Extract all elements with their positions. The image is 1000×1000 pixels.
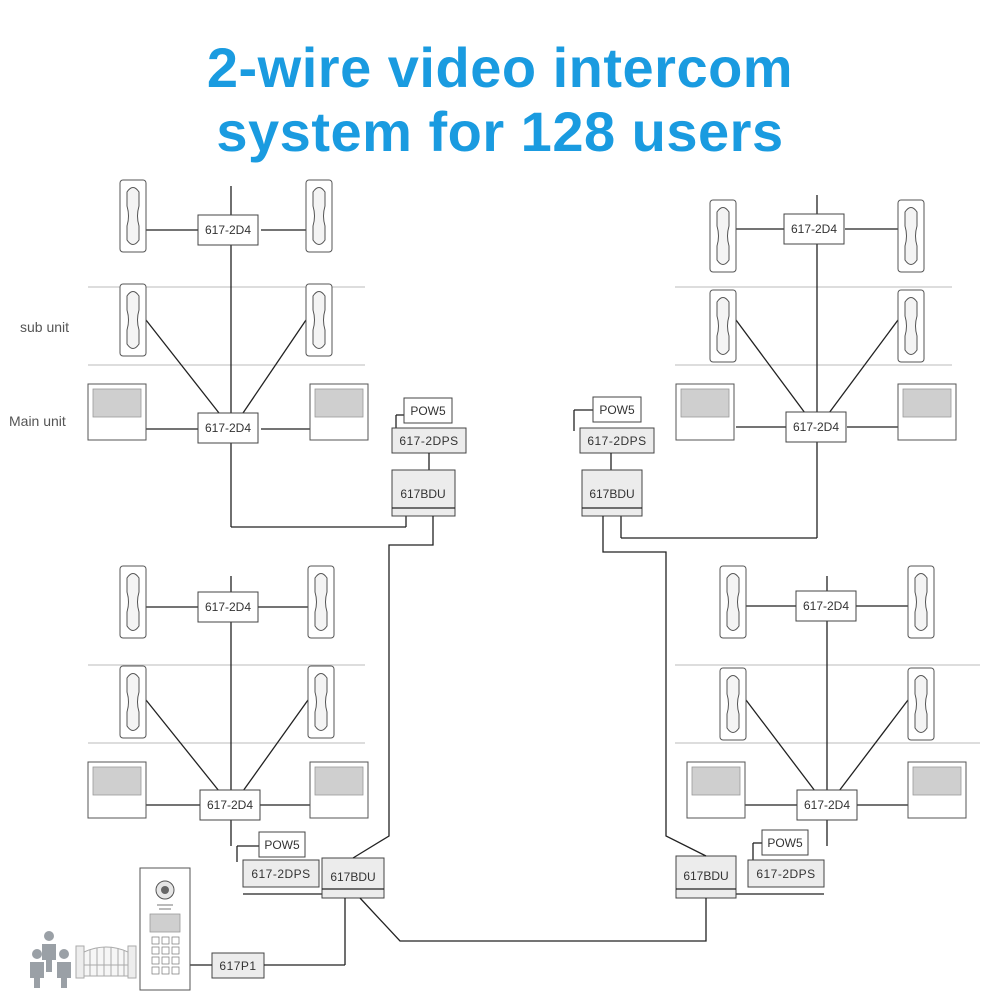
- indoor-monitor-icon: [686, 761, 746, 819]
- handset-icon: [119, 665, 147, 739]
- people-icon: [30, 931, 71, 988]
- building-top-left: 617-2D4 617-2D4 POW5 617-2DPS 617BDU: [87, 179, 467, 528]
- title-line-2: system for 128 users: [216, 100, 784, 163]
- building-top-right: 617-2D4 617-2D4 POW5 617-2DPS 617BDU: [573, 195, 957, 539]
- handset-icon: [709, 289, 737, 363]
- door-panel-module-label: 617P1: [219, 959, 256, 973]
- handset-icon: [897, 199, 925, 273]
- handset-icon: [119, 283, 147, 357]
- indoor-monitor-icon: [87, 761, 147, 819]
- power-module-label: 617-2DPS: [756, 867, 815, 881]
- floor-separators: [88, 286, 980, 744]
- power-supply-label: POW5: [599, 403, 635, 417]
- distributor-label: 617-2D4: [793, 420, 839, 434]
- indoor-monitor-icon: [87, 383, 147, 441]
- handset-icon: [307, 665, 335, 739]
- handset-icon: [907, 565, 935, 639]
- door-station-icon: [139, 867, 191, 991]
- distributor-label: 617-2D4: [207, 798, 253, 812]
- trunk-wiring: [352, 516, 707, 942]
- handset-icon: [305, 179, 333, 253]
- indoor-monitor-icon: [675, 383, 735, 441]
- title-line-1: 2-wire video intercom: [206, 36, 794, 99]
- power-module-label: 617-2DPS: [399, 434, 458, 448]
- distributor-label: 617-2D4: [803, 599, 849, 613]
- handset-icon: [897, 289, 925, 363]
- sub-unit-label: sub unit: [20, 319, 69, 335]
- distributor-label: 617-2D4: [791, 222, 837, 236]
- diagram-title: 2-wire video intercom system for 128 use…: [0, 36, 1000, 164]
- power-supply-label: POW5: [410, 404, 446, 418]
- power-supply-label: POW5: [264, 838, 300, 852]
- distributor-label: 617-2D4: [205, 600, 251, 614]
- main-unit-label: Main unit: [9, 413, 66, 429]
- building-bottom-left: 617-2D4 617-2D4 POW5 617-2DPS 617BDU 617…: [87, 565, 385, 979]
- building-bottom-right: 617-2D4 617-2D4 POW5 617-2DPS 617BDU: [675, 565, 967, 899]
- handset-icon: [719, 565, 747, 639]
- bus-distributor-label: 617BDU: [400, 487, 445, 501]
- indoor-monitor-icon: [309, 761, 369, 819]
- gate-icon: [75, 945, 137, 979]
- power-supply-label: POW5: [767, 836, 803, 850]
- handset-icon: [709, 199, 737, 273]
- handset-icon: [907, 667, 935, 741]
- indoor-monitor-icon: [897, 383, 957, 441]
- bus-distributor-label: 617BDU: [589, 487, 634, 501]
- distributor-label: 617-2D4: [205, 223, 251, 237]
- handset-icon: [719, 667, 747, 741]
- handset-icon: [307, 565, 335, 639]
- distributor-label: 617-2D4: [804, 798, 850, 812]
- handset-icon: [119, 179, 147, 253]
- power-module-label: 617-2DPS: [251, 867, 310, 881]
- bus-distributor-label: 617BDU: [330, 870, 375, 884]
- bus-distributor-label: 617BDU: [683, 869, 728, 883]
- handset-icon: [119, 565, 147, 639]
- indoor-monitor-icon: [907, 761, 967, 819]
- power-module-label: 617-2DPS: [587, 434, 646, 448]
- indoor-monitor-icon: [309, 383, 369, 441]
- handset-icon: [305, 283, 333, 357]
- distributor-label: 617-2D4: [205, 421, 251, 435]
